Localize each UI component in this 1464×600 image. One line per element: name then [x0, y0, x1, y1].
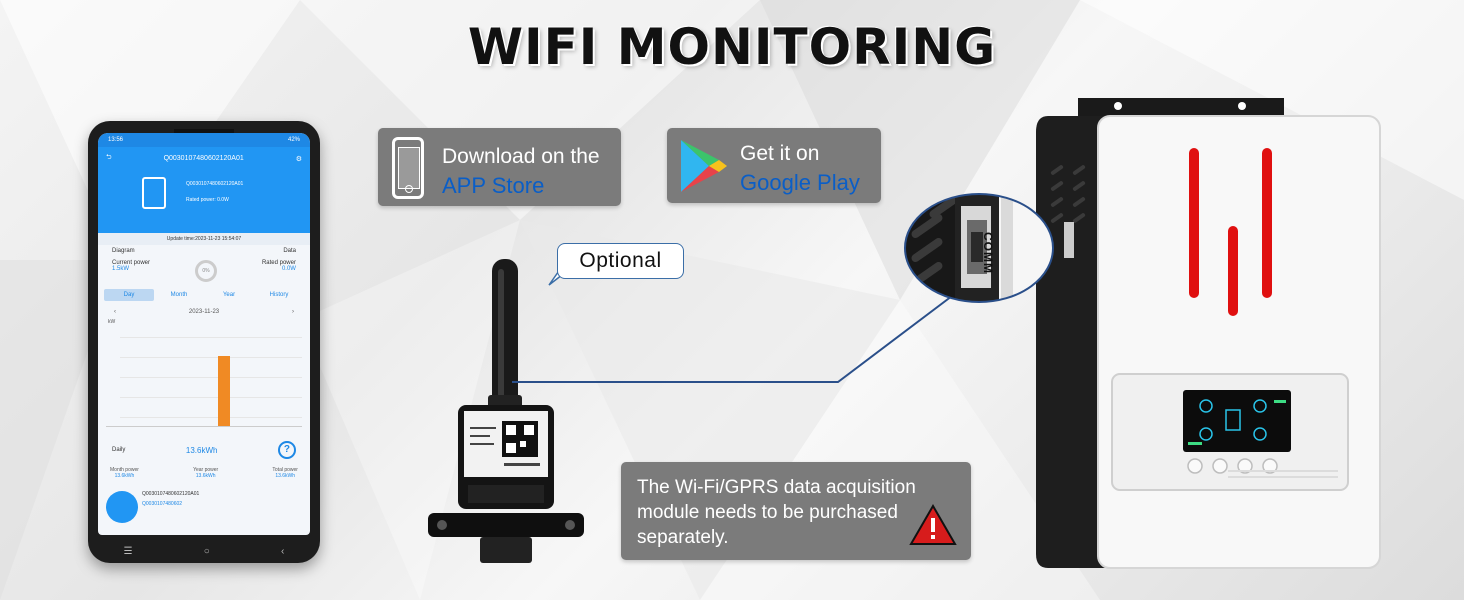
prev-date-icon[interactable]: ‹ — [114, 309, 116, 315]
device-serial: Q0030107480602120A01 — [186, 181, 244, 187]
selected-date: 2023-11-23 — [188, 309, 220, 315]
data-label[interactable]: Data — [283, 248, 296, 254]
google-play-line2: Google Play — [740, 170, 860, 195]
phone-nav-bar: ☰ ○ ‹ — [88, 546, 320, 557]
google-play-line1: Get it on — [740, 142, 820, 165]
current-power-value: 1.5kW — [112, 266, 130, 272]
smartphone: 13:56 42% ⮌ Q0030107480602120A01 ⚙ Q0030… — [88, 121, 320, 563]
nav-menu-icon[interactable]: ☰ — [123, 546, 133, 557]
chart-bar — [218, 356, 230, 426]
rated-power-line: Rated power: 0.0W — [186, 197, 229, 203]
app-store-line1: Download on the — [442, 145, 600, 168]
chart-gridline — [120, 397, 302, 398]
daily-label: Daily — [112, 447, 126, 453]
section-header-row: Diagram Data — [98, 245, 310, 257]
status-battery: 42% — [287, 137, 300, 143]
chart-gridline — [120, 337, 302, 338]
iphone-icon — [392, 137, 424, 199]
help-icon[interactable]: ? — [277, 441, 296, 459]
rated-power-label: Rated power — [261, 260, 296, 266]
current-power-label: Current power — [112, 260, 151, 266]
google-play-badge[interactable]: Get it on Google Play — [667, 128, 881, 203]
power-chart — [106, 327, 302, 427]
device-list-item[interactable]: Q0030107480602120A01 Q0030107480602 — [106, 491, 302, 531]
warning-icon — [909, 504, 957, 545]
back-icon[interactable]: ⮌ — [106, 154, 112, 161]
diagram-label[interactable]: Diagram — [112, 248, 135, 254]
comm-port-zoom — [904, 193, 1054, 303]
nav-back-icon[interactable]: ‹ — [281, 546, 285, 557]
daily-row: Daily 13.6kWh ? — [98, 427, 310, 465]
year-power-value: 13.6kWh — [195, 473, 216, 479]
chart-unit: kW — [108, 319, 116, 325]
optional-label: Optional — [557, 243, 684, 279]
status-time: 13:56 — [108, 137, 124, 143]
wifi-module — [428, 259, 584, 563]
inverter-unit — [1036, 98, 1381, 569]
month-power-value: 13.6kWh — [114, 473, 135, 479]
rated-power: Rated power 0.0W — [262, 260, 296, 282]
current-power: Current power 1.5kW — [112, 260, 150, 282]
app-store-badge[interactable]: Download on the APP Store — [378, 128, 621, 206]
tab-history[interactable]: History — [269, 292, 289, 298]
update-time: Update time:2023-11-23 15:54:07 — [98, 233, 310, 245]
tab-year[interactable]: Year — [222, 292, 236, 298]
date-selector: ‹ 2023-11-23 › — [98, 305, 310, 319]
nav-home-icon[interactable]: ○ — [203, 546, 210, 557]
month-power-label: Month power — [110, 467, 139, 473]
power-gauge: 0% — [194, 260, 217, 282]
phone-status-bar: 13:56 42% — [98, 133, 310, 147]
chart-gridline — [120, 377, 302, 378]
app-header: ⮌ Q0030107480602120A01 ⚙ Q00301074806021… — [98, 147, 310, 233]
settings-icon[interactable]: ⚙ — [295, 155, 302, 163]
purchase-notice: The Wi-Fi/GPRS data acquisition module n… — [621, 462, 971, 560]
device-line2: Q0030107480602 — [142, 501, 183, 507]
total-power-value: 13.6kWh — [275, 473, 296, 479]
device-line1: Q0030107480602120A01 — [142, 491, 200, 497]
device-avatar-icon — [106, 491, 138, 523]
chart-gridline — [120, 357, 302, 358]
daily-value: 13.6kWh — [185, 445, 218, 455]
device-id: Q0030107480602120A01 — [163, 155, 244, 162]
tab-month[interactable]: Month — [170, 292, 188, 298]
comm-port-label: COMM — [981, 232, 995, 274]
total-power-label: Total power — [272, 467, 298, 473]
google-play-icon — [681, 140, 727, 192]
tab-day[interactable]: Day — [104, 289, 154, 301]
rated-power-value: 0.0W — [281, 266, 296, 272]
phone-screen: 13:56 42% ⮌ Q0030107480602120A01 ⚙ Q0030… — [98, 133, 310, 535]
period-tabs: Day Month Year History — [104, 289, 304, 301]
page-title: WIFI MONITORING — [467, 18, 997, 76]
year-power-label: Year power — [193, 467, 219, 473]
next-date-icon[interactable]: › — [292, 309, 294, 315]
notice-text: The Wi-Fi/GPRS data acquisition module n… — [637, 477, 916, 548]
chart-gridline — [120, 417, 302, 418]
inverter-device-icon — [142, 177, 166, 209]
power-row: Current power 1.5kW 0% Rated power 0.0W — [98, 257, 310, 285]
app-store-line2: APP Store — [442, 173, 545, 198]
